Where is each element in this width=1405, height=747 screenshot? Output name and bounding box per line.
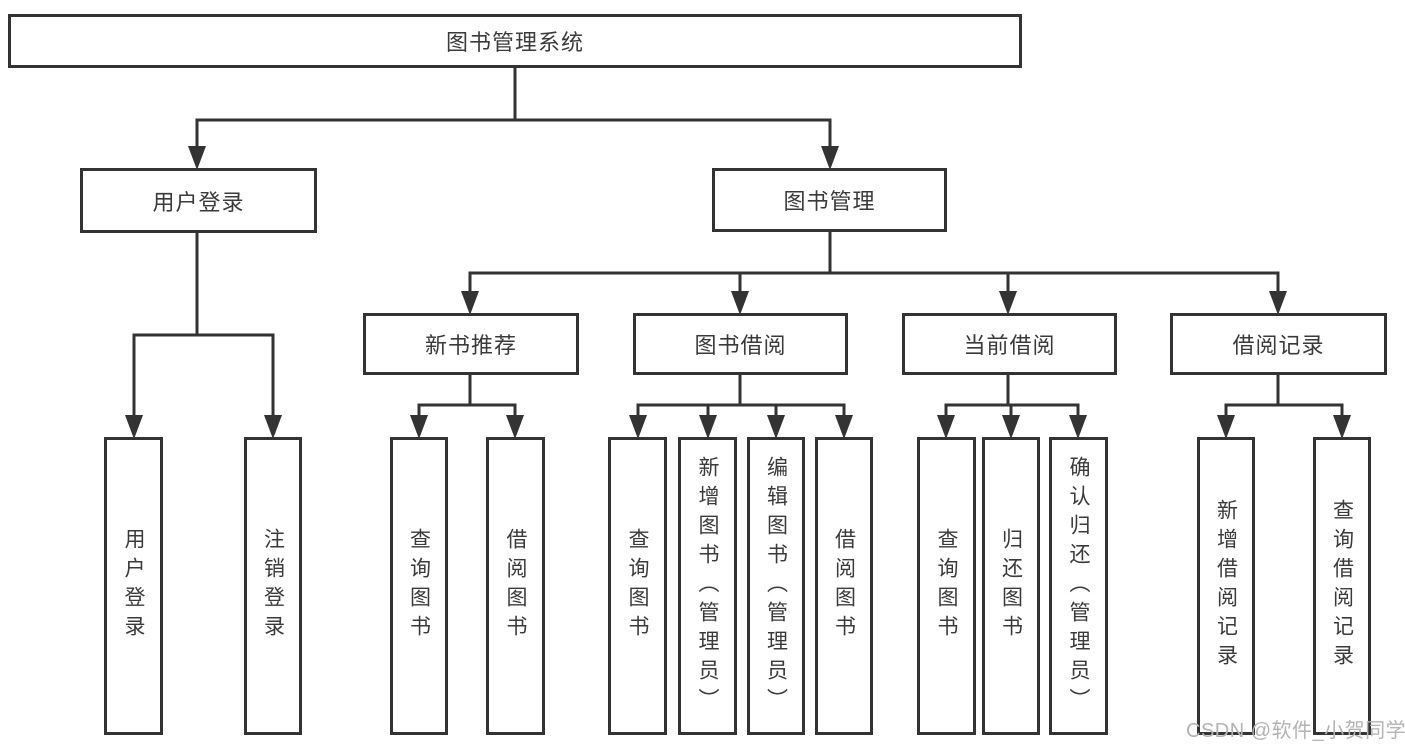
node-cb-confirm-return-label: 确认归还（管理员） bbox=[1067, 455, 1090, 717]
connectors-book-borrowing bbox=[629, 375, 853, 439]
node-bb-query-books-label: 查询图书 bbox=[626, 528, 649, 644]
node-bb-add-books-label: 新增图书（管理员） bbox=[696, 455, 719, 717]
node-bb-add-books: 新增图书（管理员） bbox=[678, 437, 737, 735]
node-nbr-query-books-label: 查询图书 bbox=[407, 528, 431, 644]
watermark: CSDN @软件_小贺同学 bbox=[1186, 720, 1405, 742]
node-cb-return-books-label: 归还图书 bbox=[999, 528, 1023, 644]
node-borrowing-records: 借阅记录 bbox=[1170, 313, 1387, 375]
node-root: 图书管理系统 bbox=[8, 14, 1022, 68]
connectors-book-management bbox=[461, 232, 1287, 315]
node-nbr-borrow-books: 借阅图书 bbox=[486, 437, 545, 735]
connectors-root bbox=[188, 68, 839, 170]
node-root-label: 图书管理系统 bbox=[445, 30, 584, 55]
node-book-borrowing: 图书借阅 bbox=[633, 313, 848, 375]
node-nbr-query-books: 查询图书 bbox=[390, 437, 448, 735]
node-login: 用户登录 bbox=[104, 437, 163, 735]
node-borrowing-records-label: 借阅记录 bbox=[1232, 333, 1325, 358]
connectors-current-borrowing bbox=[937, 375, 1087, 439]
node-br-query-record-label: 查询借阅记录 bbox=[1330, 499, 1354, 673]
node-bb-query-books: 查询图书 bbox=[608, 437, 667, 735]
node-current-borrowing-label: 当前借阅 bbox=[963, 333, 1056, 358]
node-bb-borrow-books-label: 借阅图书 bbox=[832, 528, 856, 644]
node-user-login-label: 用户登录 bbox=[152, 189, 245, 215]
connectors-new-book-recommend bbox=[410, 375, 524, 439]
node-bb-edit-books-label: 编辑图书（管理员） bbox=[764, 455, 788, 717]
connectors-user-login bbox=[125, 233, 282, 439]
node-login-label: 用户登录 bbox=[122, 528, 145, 644]
node-cb-query-books: 查询图书 bbox=[917, 437, 976, 735]
node-br-query-record: 查询借阅记录 bbox=[1313, 437, 1371, 735]
node-logout: 注销登录 bbox=[244, 437, 302, 735]
node-user-login: 用户登录 bbox=[80, 168, 317, 233]
node-new-book-recommend-label: 新书推荐 bbox=[424, 333, 517, 358]
node-cb-confirm-return: 确认归还（管理员） bbox=[1049, 437, 1108, 735]
node-cb-query-books-label: 查询图书 bbox=[935, 528, 958, 644]
connectors-borrowing-records bbox=[1217, 375, 1351, 439]
node-br-add-record-label: 新增借阅记录 bbox=[1214, 499, 1238, 673]
node-bb-borrow-books: 借阅图书 bbox=[815, 437, 873, 735]
node-nbr-borrow-books-label: 借阅图书 bbox=[504, 528, 527, 644]
node-br-add-record: 新增借阅记录 bbox=[1197, 437, 1255, 735]
node-book-management: 图书管理 bbox=[712, 168, 947, 232]
node-book-borrowing-label: 图书借阅 bbox=[694, 333, 787, 358]
node-current-borrowing: 当前借阅 bbox=[902, 313, 1117, 375]
node-new-book-recommend: 新书推荐 bbox=[363, 313, 579, 375]
node-book-management-label: 图书管理 bbox=[783, 189, 876, 214]
node-bb-edit-books: 编辑图书（管理员） bbox=[747, 437, 805, 735]
node-cb-return-books: 归还图书 bbox=[982, 437, 1040, 735]
node-logout-label: 注销登录 bbox=[261, 528, 285, 644]
